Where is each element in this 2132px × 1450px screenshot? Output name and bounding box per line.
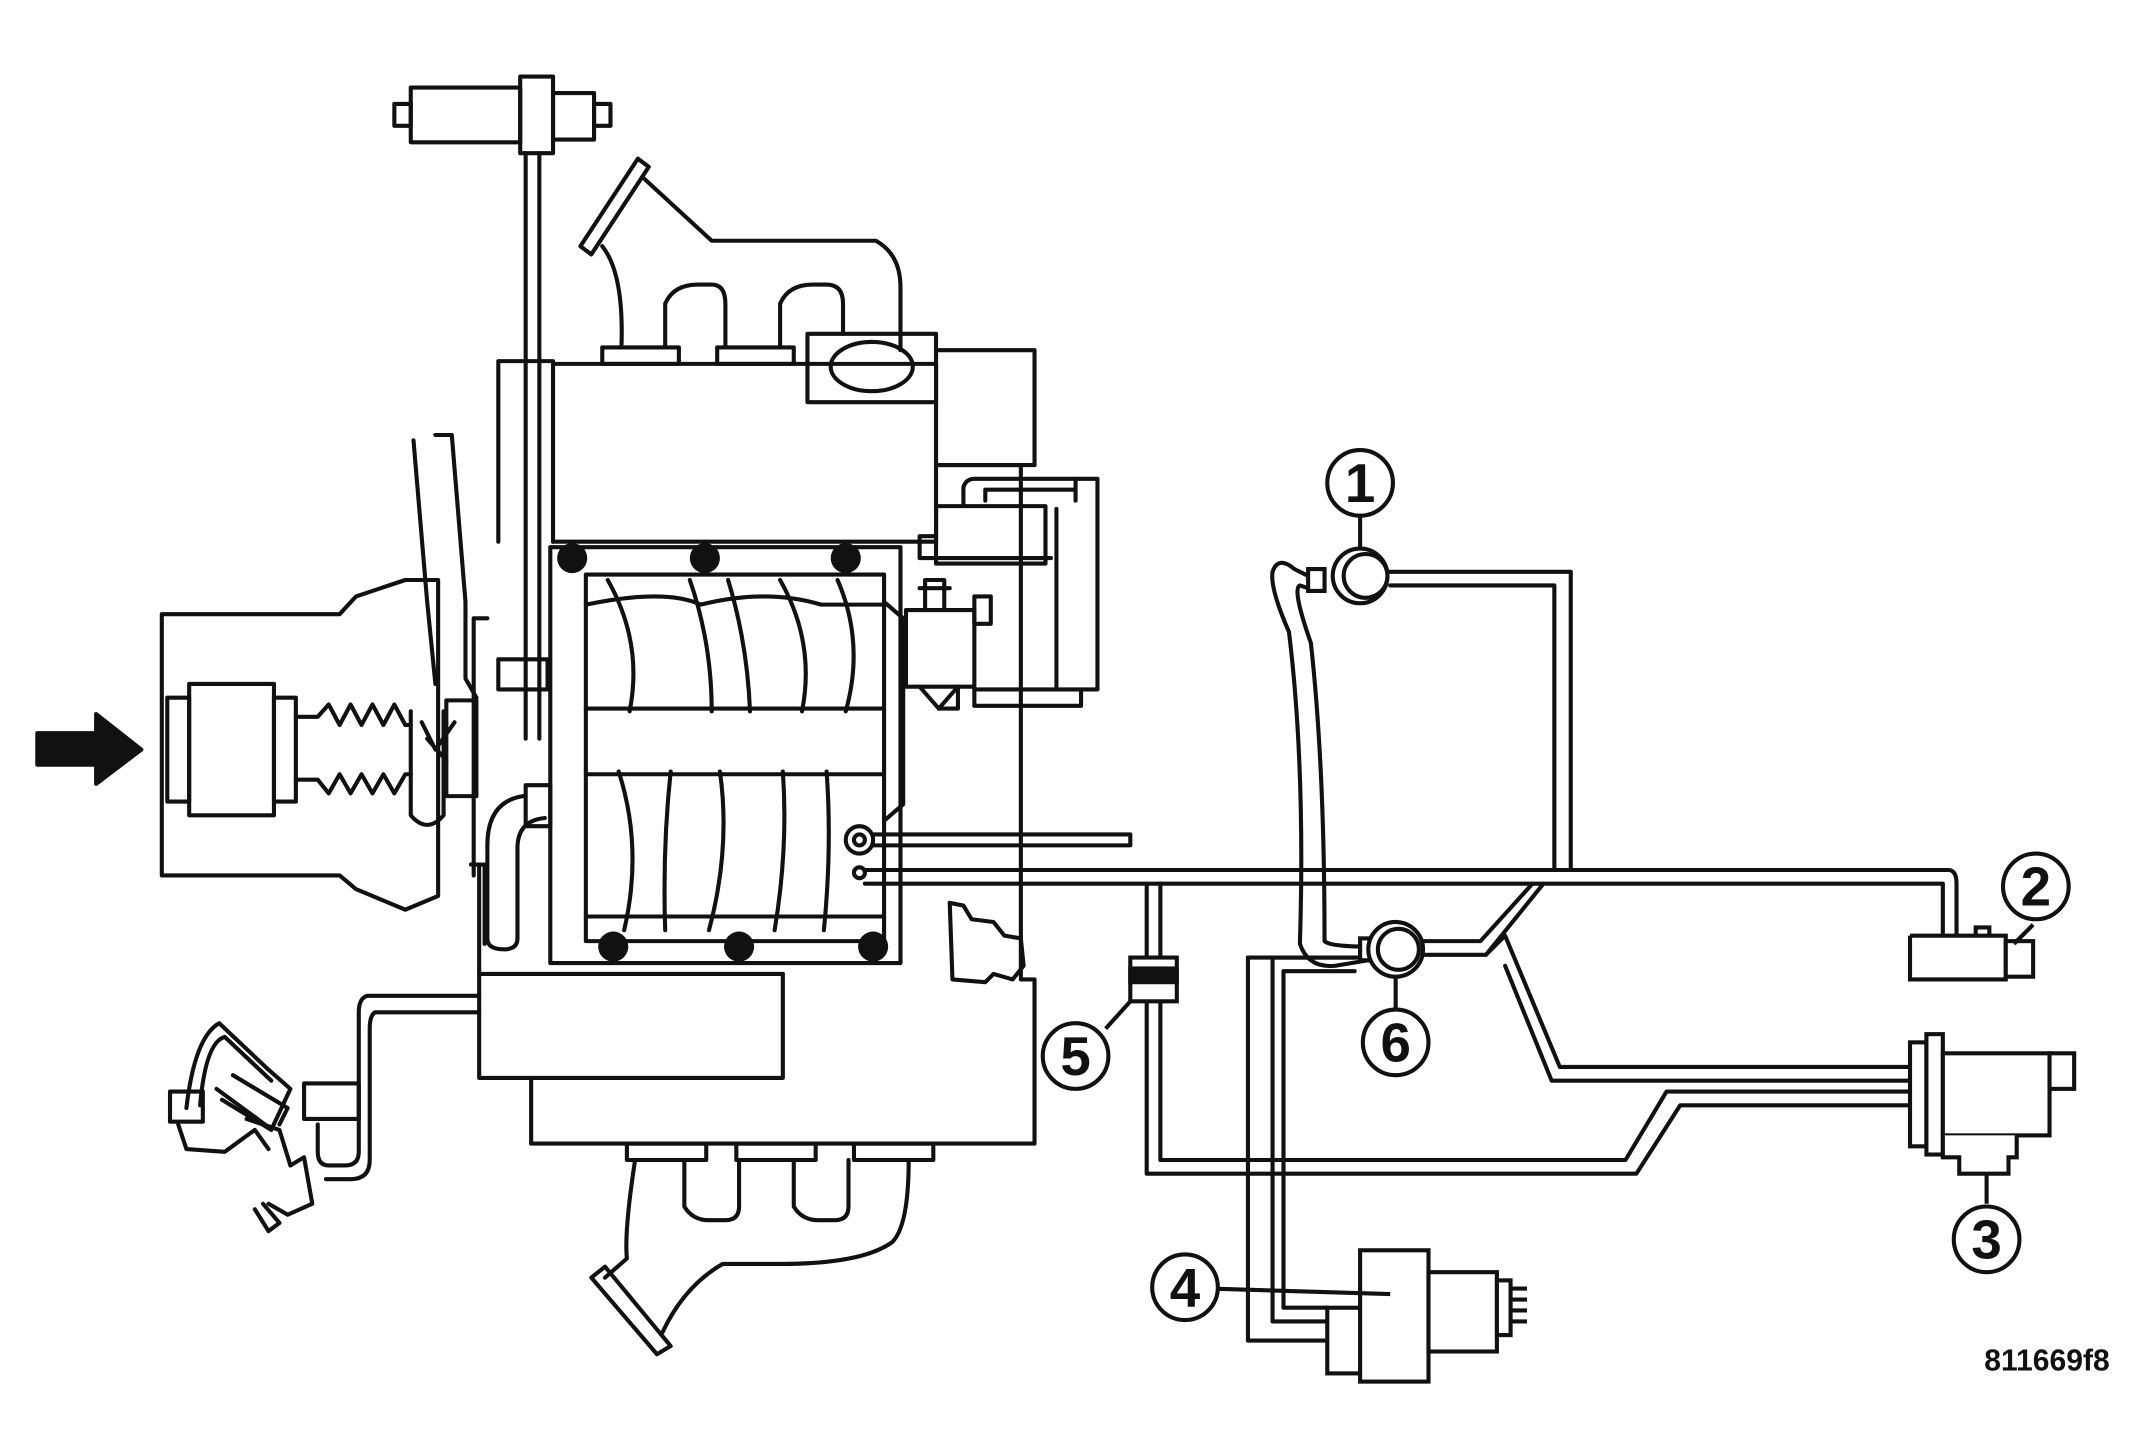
throttle-bracket: [947, 900, 1026, 985]
top-solenoid: [392, 74, 613, 741]
svg-text:4: 4: [1170, 1256, 1201, 1318]
svg-text:2: 2: [2021, 856, 2051, 918]
component-3-solenoid: [1907, 1032, 2077, 1204]
emission-canister-cluster: [903, 476, 1100, 711]
svg-text:5: 5: [1060, 1025, 1090, 1087]
component-2-sensor: [1907, 923, 2036, 982]
vacuum-line-6: [1420, 881, 1913, 1083]
vacuum-line-1: [1388, 569, 1573, 873]
vacuum-line-2: [862, 867, 1959, 938]
engine-block: [471, 348, 1037, 1146]
callout-3: 3: [1951, 1204, 2022, 1275]
vacuum-line-4: [1270, 955, 1371, 1324]
svg-text:1: 1: [1345, 452, 1375, 514]
upper-exhaust-manifold: [578, 156, 939, 405]
air-intake-assembly: [159, 577, 479, 912]
intake-hose: [411, 432, 479, 700]
lower-exhaust-manifold: [589, 1141, 936, 1357]
intake-manifold: [548, 545, 906, 966]
lower-left-valve: [167, 993, 482, 1234]
figure-id: 811669f8: [1984, 1345, 2109, 1378]
callout-2: 2: [2000, 851, 2071, 922]
airflow-arrow: [35, 712, 144, 786]
vacuum-line-5: [1144, 881, 1913, 1176]
manifold-bolts: [557, 543, 889, 962]
hose-clamp: [523, 783, 553, 829]
component-6-check-valve: [1358, 919, 1426, 1013]
svg-text:3: 3: [1971, 1208, 2001, 1270]
port-hose-upper: [871, 832, 1133, 848]
svg-text:6: 6: [1380, 1012, 1410, 1074]
callout-4: 4: [1150, 1252, 1220, 1323]
callout-5: 5: [1040, 1021, 1111, 1091]
vacuum-hose-1-6: [1270, 560, 1371, 969]
left-coolant-hose: [468, 794, 547, 952]
callout-6: 6: [1360, 1007, 1431, 1078]
component-4-solenoid: [1209, 1248, 1527, 1384]
component-5-filter: [1104, 955, 1179, 1031]
callout-1: 1: [1325, 447, 1395, 518]
plenum-port: [843, 824, 876, 856]
component-1-check-valve: [1306, 514, 1390, 606]
